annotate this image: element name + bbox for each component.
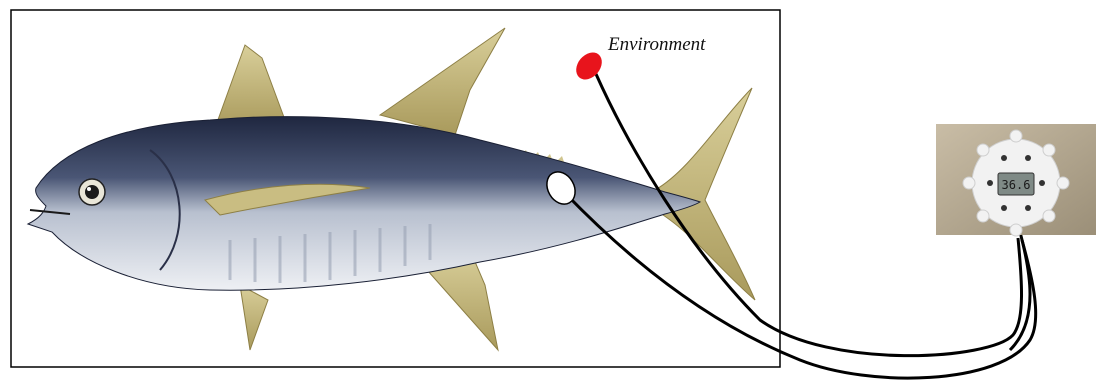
lcd-reading: 36.6: [1002, 178, 1031, 192]
environment-label: Environment: [608, 34, 705, 56]
temperature-logger-device: 36.6: [936, 124, 1096, 236]
